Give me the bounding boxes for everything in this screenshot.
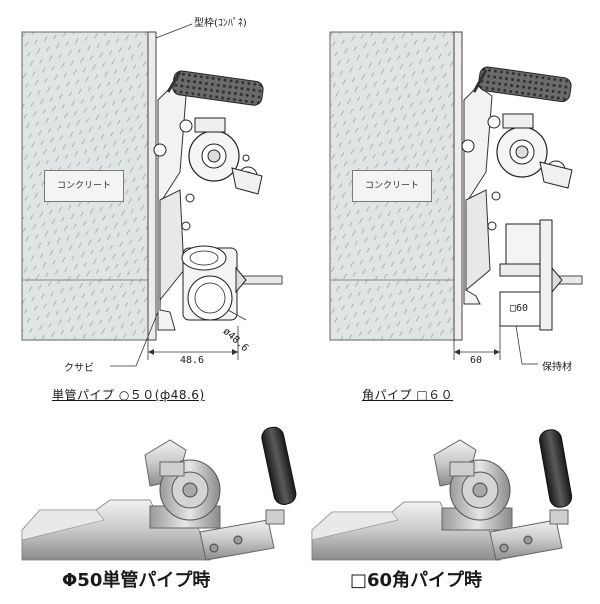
right-clamp-photo <box>311 429 573 561</box>
right-square-pipe-icon <box>499 219 553 331</box>
right-photo-handle-icon <box>539 429 573 508</box>
right-diagram-caption: 角パイプ □６０ <box>362 388 454 402</box>
right-handle-grip-icon <box>478 66 572 103</box>
left-photo-caption: Φ50単管パイプ時 <box>62 570 211 591</box>
left-formwork <box>147 31 157 341</box>
right-dim-horizontal: 60 <box>470 355 483 366</box>
left-round-pipe-icon <box>181 245 233 321</box>
right-formwork <box>453 31 463 341</box>
left-diagram <box>21 23 283 367</box>
right-photo-caption: □60角パイプ時 <box>350 570 483 591</box>
left-dim-horizontal: 48.6 <box>180 355 205 366</box>
formwork-label: 型枠(ｺﾝﾊﾟﾈ) <box>194 18 247 29</box>
left-diagram-caption: 単管パイプ ○５０(ф48.6) <box>52 388 205 402</box>
wedge-label: クサビ <box>64 363 94 374</box>
left-concrete-label: コンクリート <box>44 170 124 202</box>
holder-label: 保持材 <box>542 362 572 373</box>
right-concrete-label: コンクリート <box>352 170 432 202</box>
left-clamp-photo <box>21 426 297 561</box>
left-photo-handle-icon <box>261 426 297 505</box>
right-square-label: □60 <box>510 303 529 314</box>
